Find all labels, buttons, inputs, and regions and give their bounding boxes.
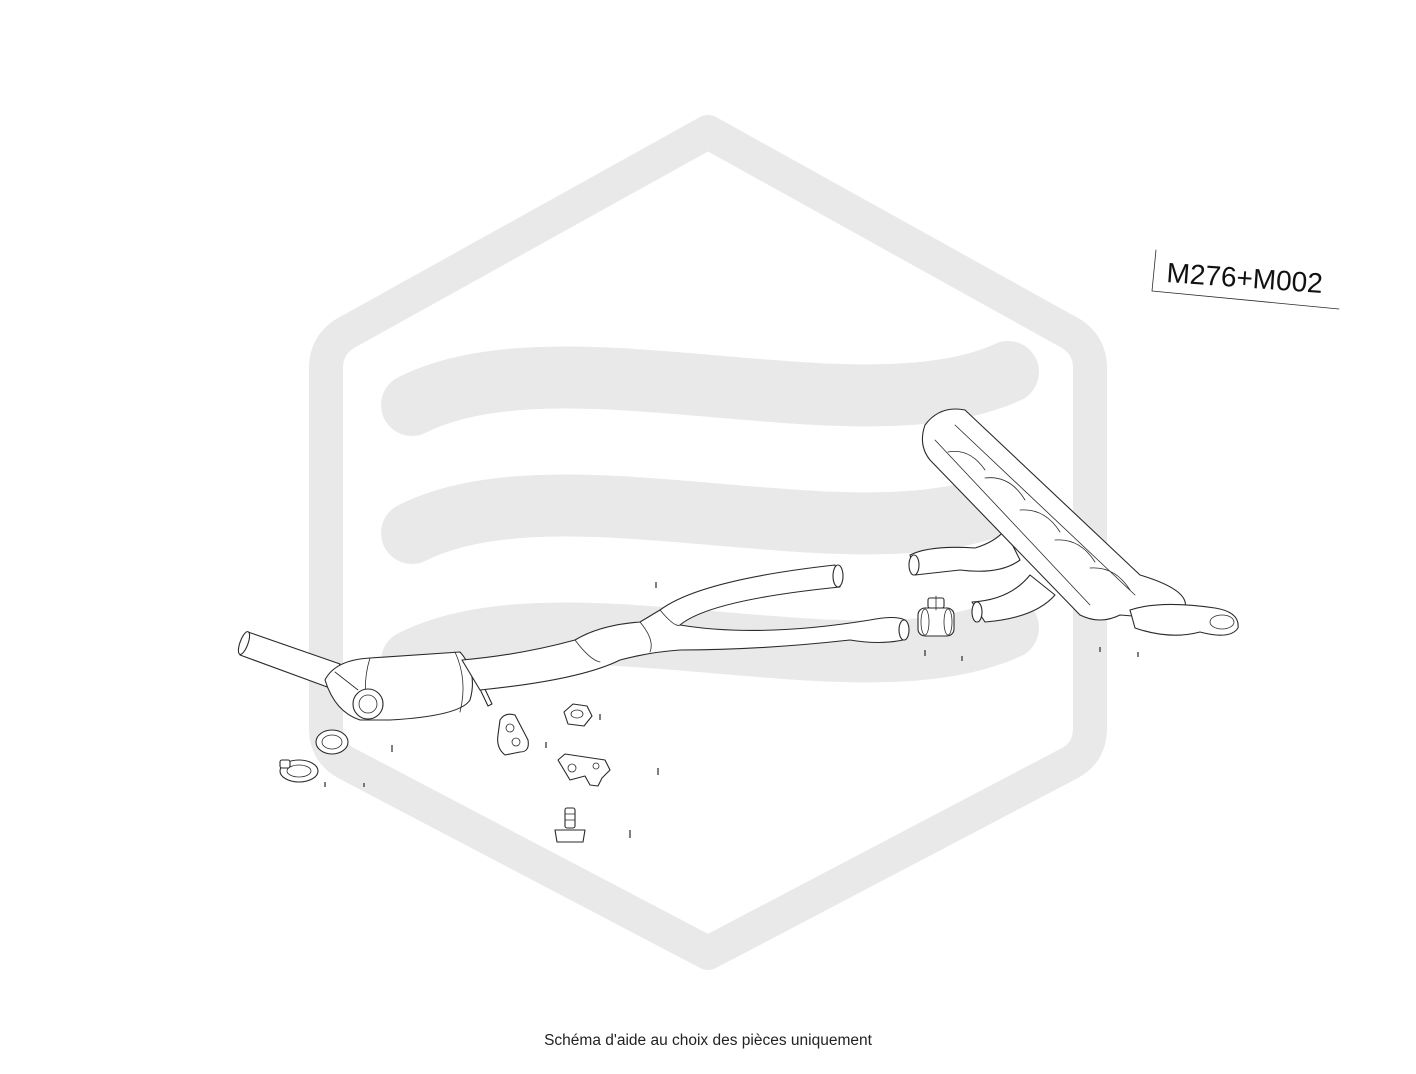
sealing-ring xyxy=(315,729,349,755)
rubber-mount xyxy=(497,713,529,756)
clamp-ring xyxy=(279,759,319,783)
connector-clamp xyxy=(917,595,955,637)
diagram-caption: Schéma d'aide au choix des pièces unique… xyxy=(544,1032,872,1049)
part-leader-ticks xyxy=(324,582,1139,838)
reference-label: M276+M002 xyxy=(1166,257,1324,299)
hexagon-waves-logo-icon xyxy=(309,115,1107,970)
reference-label-box: M276+M002 xyxy=(1151,249,1340,310)
mounting-bracket xyxy=(557,753,611,787)
y-intermediate-pipe xyxy=(461,564,910,691)
flange-nut xyxy=(563,703,593,727)
rear-silencer xyxy=(908,408,1239,636)
bolt xyxy=(554,807,586,843)
front-pipe-with-catalytic-converter xyxy=(237,631,493,721)
